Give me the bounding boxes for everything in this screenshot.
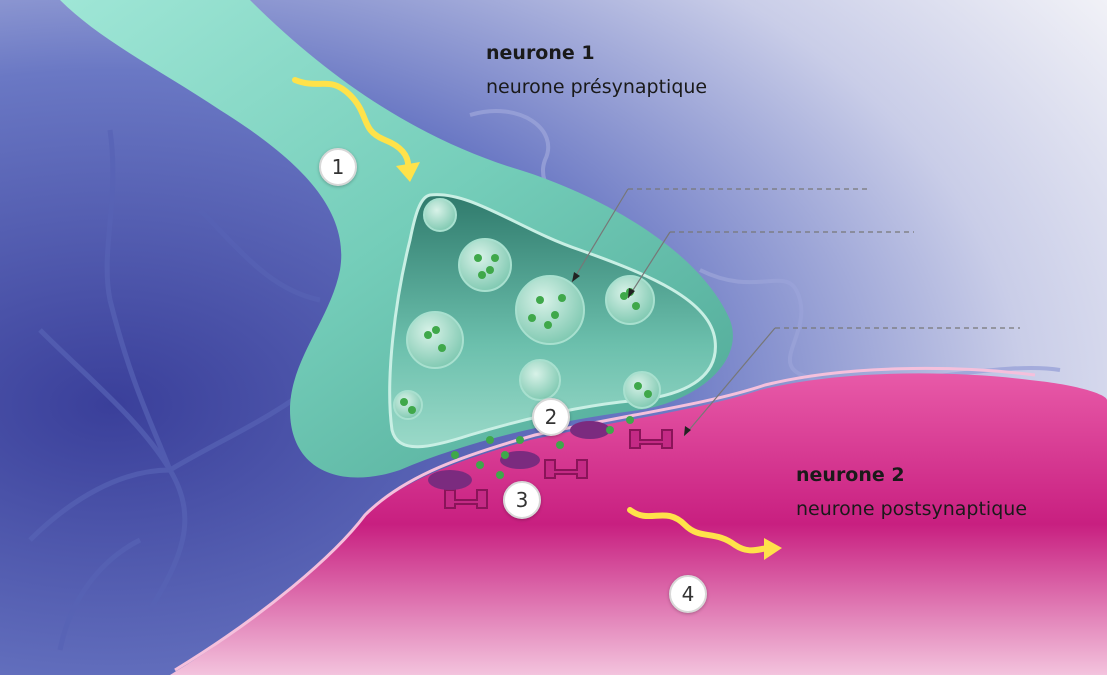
neuron-2-subtitle: neurone postsynaptique bbox=[796, 498, 1027, 520]
step-2-badge: 2 bbox=[532, 398, 570, 436]
step-1-badge: 1 bbox=[319, 148, 357, 186]
neuron-2-title: neurone 2 bbox=[796, 464, 905, 486]
step-3-badge: 3 bbox=[503, 481, 541, 519]
neuron-1-subtitle: neurone présynaptique bbox=[486, 76, 707, 98]
neuron-1-title: neurone 1 bbox=[486, 42, 595, 64]
step-4-badge: 4 bbox=[669, 575, 707, 613]
